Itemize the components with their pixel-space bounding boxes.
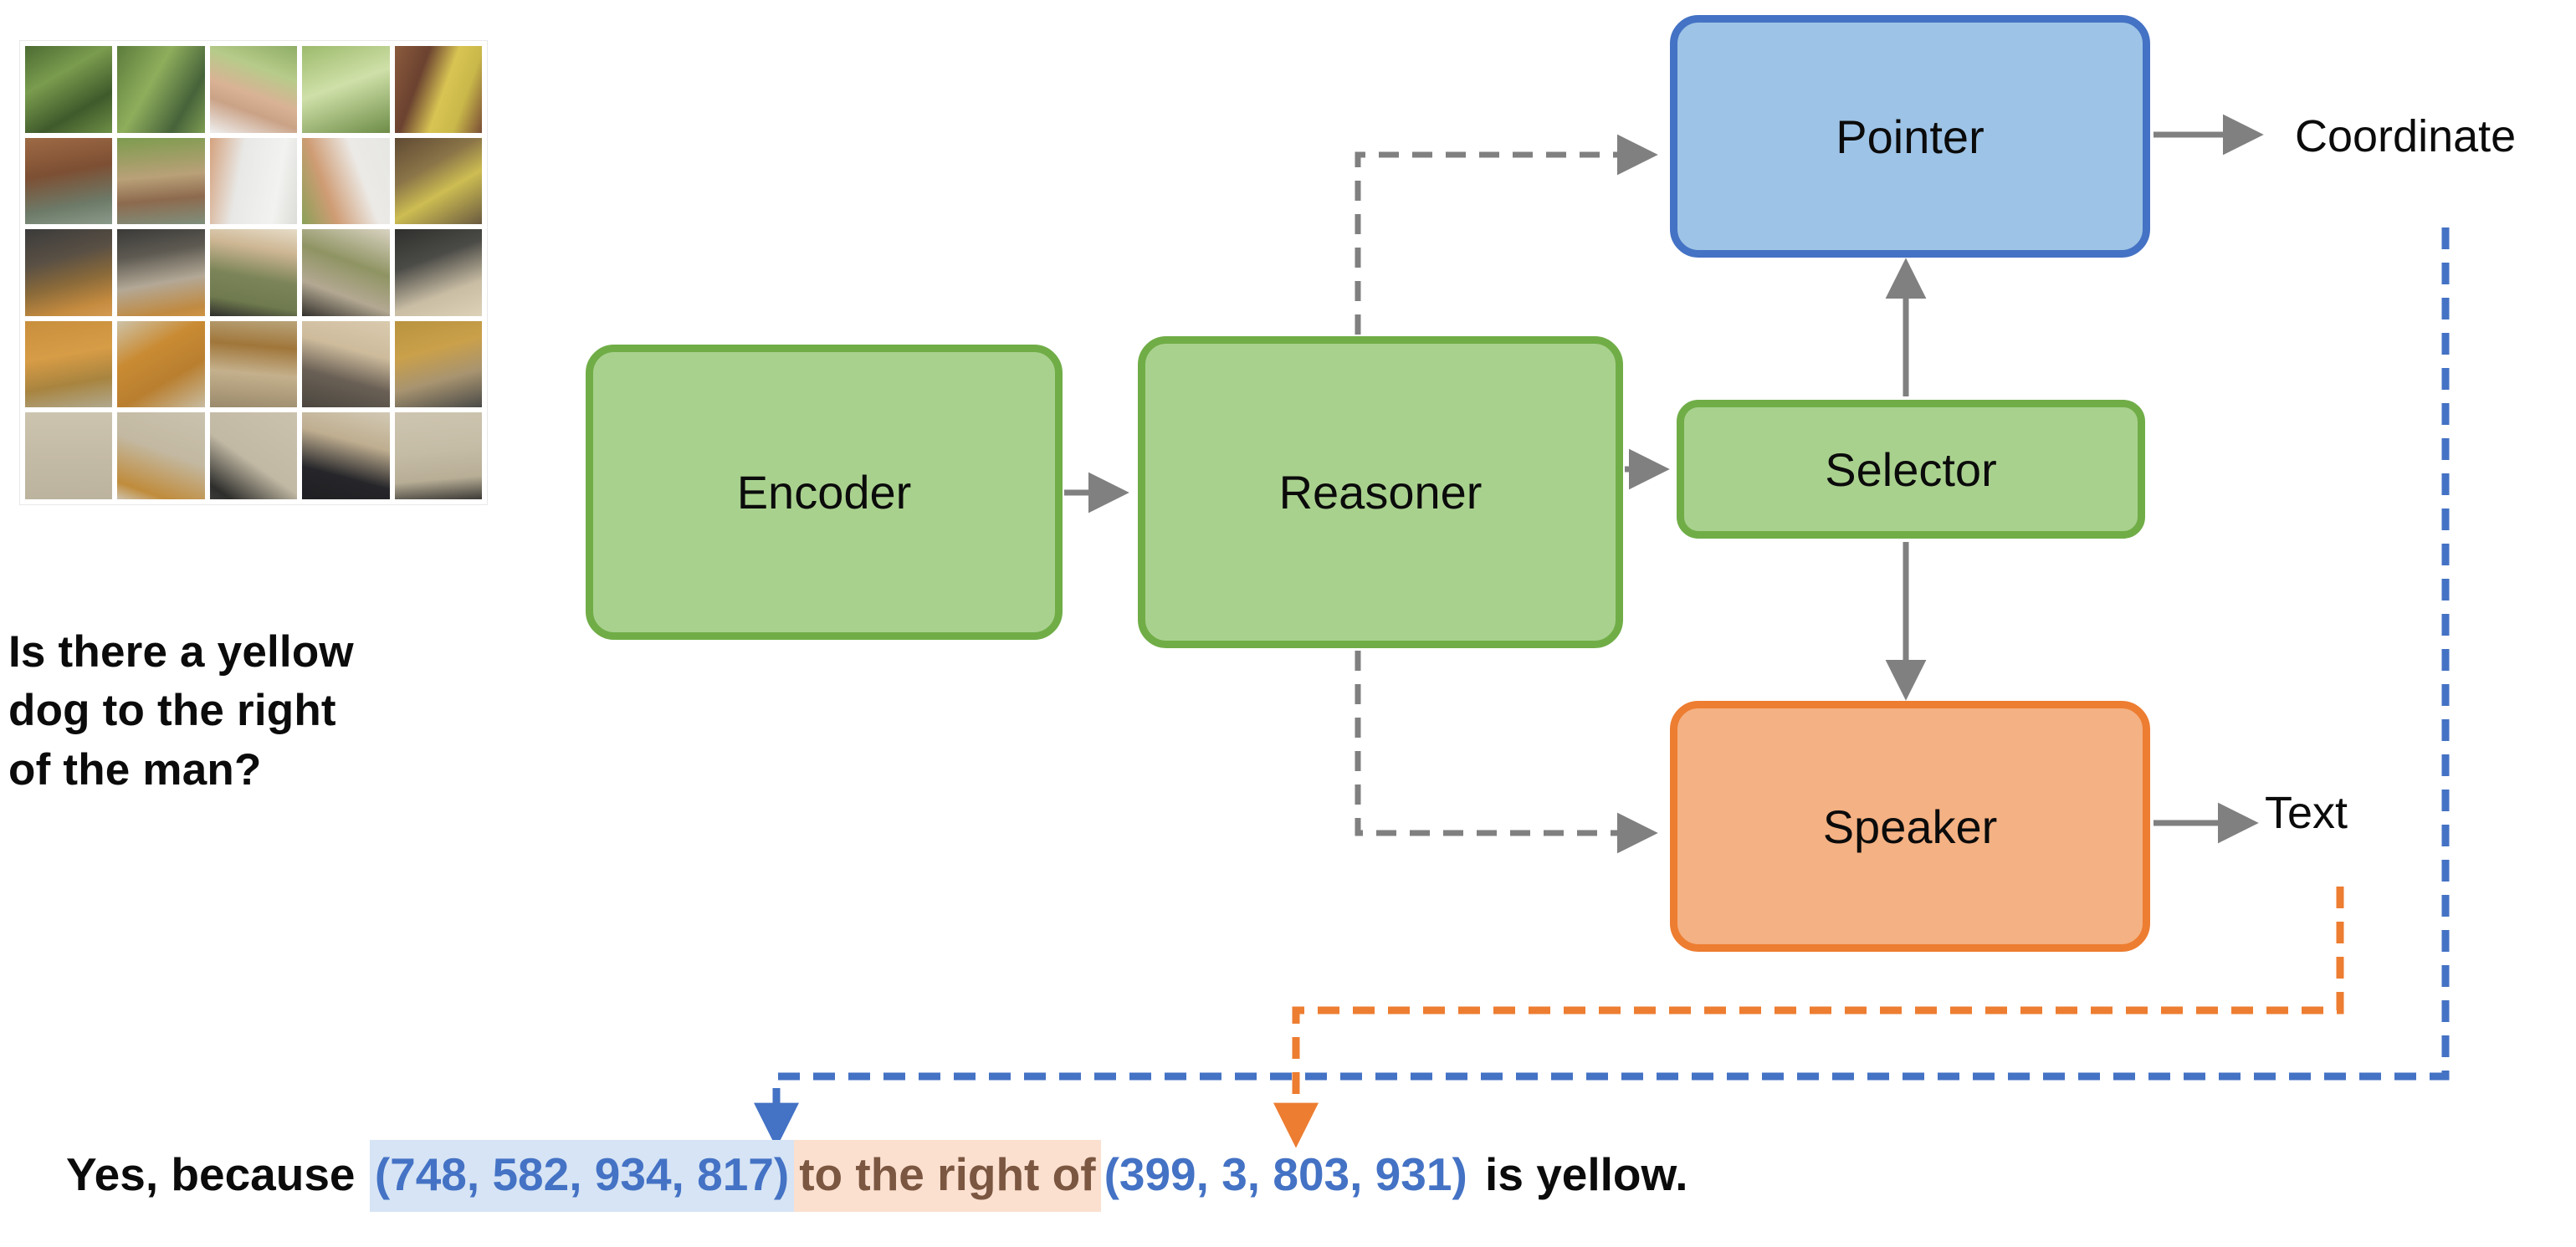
answer-sentence: Yes, because (748, 582, 934, 817)to the …	[64, 1140, 1690, 1212]
node-speaker-label: Speaker	[1822, 800, 1998, 853]
image-patch	[25, 46, 113, 133]
image-patch	[302, 46, 390, 133]
node-pointer-label: Pointer	[1836, 110, 1984, 163]
image-patch	[394, 412, 482, 499]
image-patch	[25, 320, 113, 408]
image-patch-grid	[19, 40, 488, 505]
edge-reasoner-to-speaker	[1355, 651, 1658, 854]
edge-reasoner-to-pointer	[1355, 134, 1658, 335]
image-patch	[209, 137, 298, 225]
node-encoder-label: Encoder	[736, 466, 912, 519]
node-reasoner[interactable]: Reasoner	[1138, 336, 1623, 648]
image-patch	[302, 320, 390, 408]
image-patch	[302, 229, 390, 316]
image-patch	[209, 229, 298, 316]
image-patch	[209, 46, 298, 133]
node-selector[interactable]: Selector	[1677, 400, 2145, 539]
image-patch	[117, 137, 205, 225]
question-line-3: of the man?	[8, 744, 262, 795]
image-patch	[117, 320, 205, 408]
output-label-text: Text	[2265, 788, 2348, 838]
image-patch	[394, 320, 482, 408]
image-patch	[25, 229, 113, 316]
image-patch	[117, 229, 205, 316]
answer-coordinate-a: (748, 582, 934, 817)	[369, 1140, 795, 1212]
node-reasoner-label: Reasoner	[1278, 466, 1483, 519]
image-patch	[117, 412, 205, 499]
node-encoder[interactable]: Encoder	[586, 345, 1063, 640]
answer-prefix: Yes, because	[66, 1148, 368, 1200]
question-line-1: Is there a yellow	[8, 627, 354, 677]
node-selector-label: Selector	[1825, 442, 1997, 496]
node-speaker[interactable]: Speaker	[1670, 701, 2150, 952]
image-patch	[302, 137, 390, 225]
input-question: Is there a yellow dog to the right of th…	[8, 623, 527, 800]
image-patch	[394, 46, 482, 133]
image-patch	[394, 229, 482, 316]
answer-suffix: is yellow.	[1472, 1148, 1688, 1200]
answer-coordinate-b: (399, 3, 803, 931)	[1104, 1148, 1467, 1200]
image-patch	[25, 412, 113, 499]
image-patch	[302, 412, 390, 499]
question-line-2: dog to the right	[8, 686, 336, 736]
output-label-coordinate: Coordinate	[2295, 111, 2517, 161]
image-patch	[209, 320, 298, 408]
image-patch	[25, 137, 113, 225]
answer-relation: to the right of	[794, 1140, 1101, 1212]
image-patch	[117, 46, 205, 133]
node-pointer[interactable]: Pointer	[1670, 15, 2150, 258]
image-patch	[394, 137, 482, 225]
image-patch	[209, 412, 298, 499]
